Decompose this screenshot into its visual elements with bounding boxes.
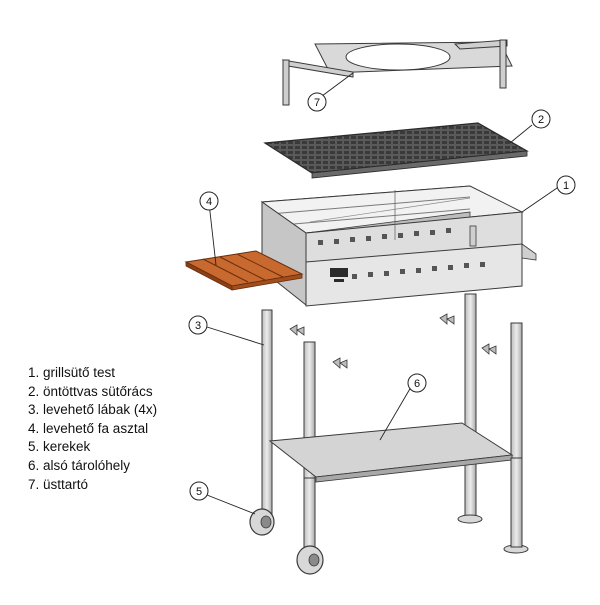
callout-3: 3	[188, 315, 208, 335]
svg-text:3: 3	[195, 320, 201, 332]
parts-legend: 1. grillsütő test 2. öntöttvas sütőrács …	[28, 364, 157, 494]
svg-text:6: 6	[414, 378, 420, 390]
pot-holder	[281, 39, 513, 106]
legend-item: 6. alsó tárolóhely	[28, 457, 131, 473]
legend-item: 2. öntöttvas sütőrács	[28, 383, 153, 399]
callout-4: 4	[199, 191, 219, 211]
legend-item: 5. kerekek	[28, 439, 91, 455]
callout-5: 5	[189, 481, 209, 501]
callout-1: 1	[556, 175, 576, 195]
svg-text:5: 5	[196, 486, 202, 498]
grill-body	[260, 185, 537, 307]
callout-leaders	[206, 72, 558, 515]
svg-text:7: 7	[314, 97, 320, 109]
legend-item: 1. grillsütő test	[28, 365, 116, 380]
callout-7: 7	[307, 92, 327, 112]
legend-item: 3. levehető lábak (4x)	[28, 402, 158, 418]
wing-nuts	[289, 313, 497, 369]
legend-item: 7. üsttartó	[28, 476, 89, 492]
cast-iron-grate	[263, 122, 529, 179]
brand-logo	[330, 268, 348, 282]
callout-6: 6	[407, 373, 427, 393]
legend-item: 4. levehető fa asztal	[28, 420, 149, 436]
svg-text:4: 4	[206, 196, 212, 208]
wheels	[249, 508, 324, 575]
svg-text:2: 2	[538, 114, 544, 126]
svg-text:1: 1	[563, 180, 569, 192]
callout-2: 2	[531, 109, 551, 129]
